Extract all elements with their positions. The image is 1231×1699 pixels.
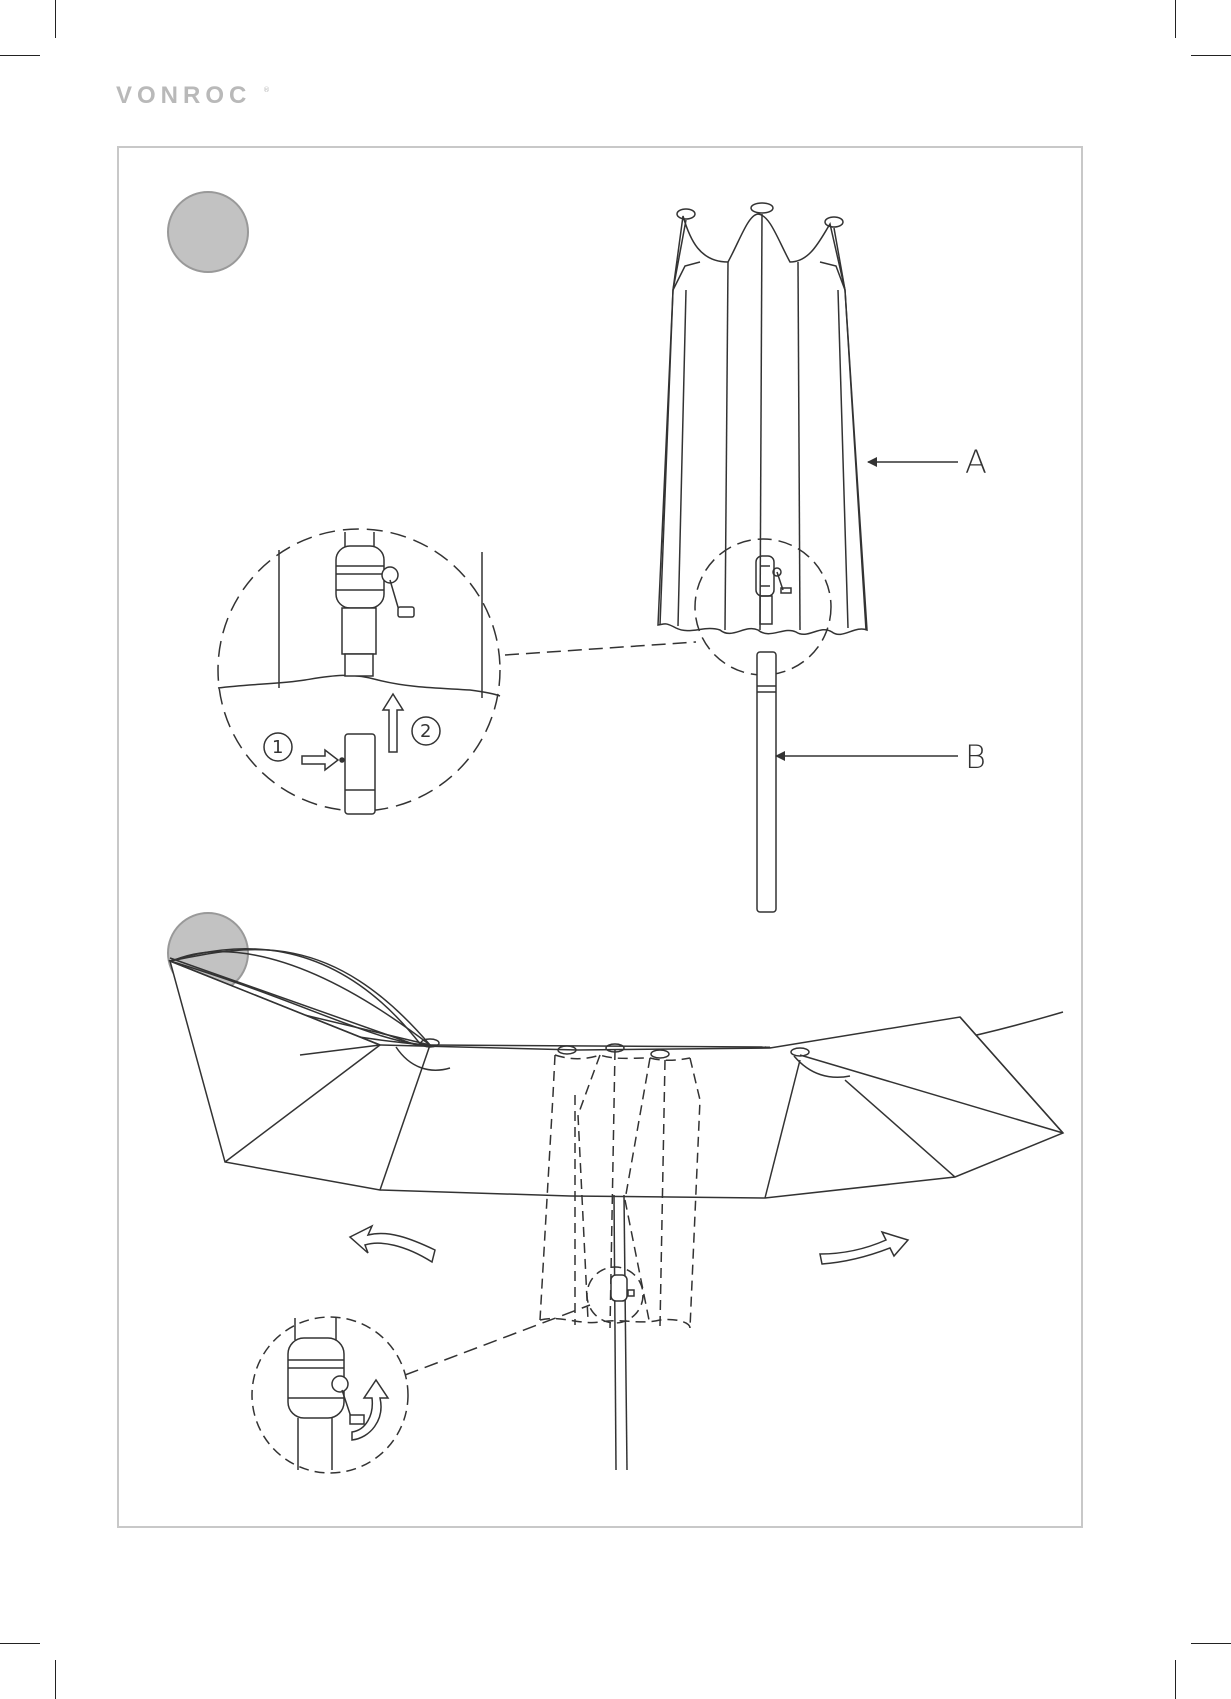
detail-number-2: 2 — [420, 721, 431, 742]
detail-leader-1 — [505, 642, 696, 655]
callout-label-a: A — [965, 443, 987, 481]
detail-leader-2 — [405, 1305, 590, 1375]
step-1-circle — [168, 192, 248, 272]
pole-b — [757, 652, 776, 912]
rotate-arrow-right-icon — [820, 1232, 908, 1264]
detail-zoom-1 — [218, 529, 500, 814]
detail-number-1: 1 — [272, 737, 283, 758]
closed-umbrella-a — [658, 203, 867, 634]
callout-label-b: B — [965, 738, 986, 776]
rotate-arrow-left-icon — [350, 1226, 435, 1262]
open-umbrella-outline — [170, 961, 1063, 1198]
central-pole — [611, 1195, 634, 1470]
detail-zoom-2 — [252, 1317, 408, 1473]
